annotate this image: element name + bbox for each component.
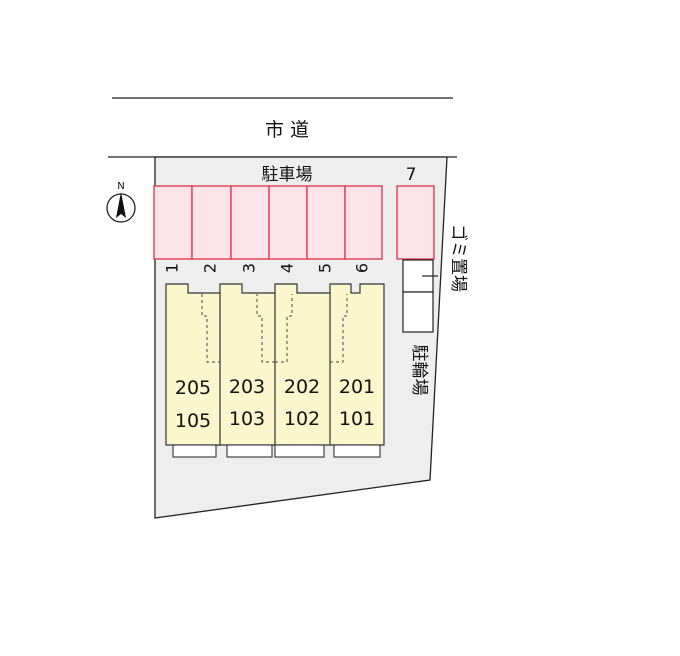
parking-space-7 <box>396 185 435 260</box>
balcony <box>274 444 325 458</box>
unit-number-upper: 202 <box>284 376 320 398</box>
parking-space-number: 2 <box>201 263 220 273</box>
bicycle-area-box <box>402 291 434 333</box>
building <box>165 283 385 458</box>
balcony <box>172 444 217 458</box>
balcony <box>226 444 273 458</box>
unit-number-lower: 103 <box>229 408 265 430</box>
unit-number-upper: 201 <box>339 376 375 398</box>
parking-space-7-number: 7 <box>406 165 417 185</box>
parking-space-number: 5 <box>316 263 335 273</box>
bicycle-label: 駐輪場 <box>409 345 429 396</box>
parking-space <box>153 185 193 260</box>
parking-row <box>153 185 383 260</box>
unit-number-lower: 105 <box>175 410 211 432</box>
balcony <box>333 444 381 458</box>
parking-space <box>268 185 308 260</box>
unit-number-upper: 203 <box>229 376 265 398</box>
unit-number-lower: 101 <box>339 408 375 430</box>
unit-number-lower: 102 <box>284 408 320 430</box>
parking-space <box>230 185 270 260</box>
parking-space <box>306 185 346 260</box>
parking-space-number: 1 <box>163 263 182 273</box>
compass-icon: N <box>106 181 136 223</box>
parking-space <box>344 185 383 260</box>
road-label: 市 道 <box>265 119 309 141</box>
garbage-label: ゴミ置場 <box>448 224 469 292</box>
parking-label: 駐車場 <box>262 165 313 185</box>
interior-dashed-lines <box>201 294 348 363</box>
parking-space-number: 4 <box>278 263 297 273</box>
parking-space <box>191 185 232 260</box>
unit-number-upper: 205 <box>175 377 211 399</box>
parking-space-number: 6 <box>353 263 372 273</box>
compass-north-label: N <box>117 181 124 192</box>
parking-space-number: 3 <box>240 263 259 273</box>
